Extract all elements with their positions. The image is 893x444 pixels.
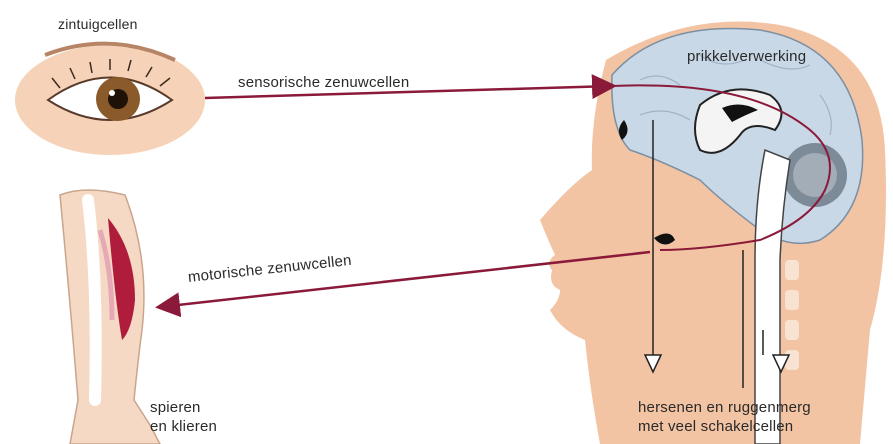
cns-label-line1: hersenen en ruggenmerg: [638, 398, 811, 417]
eye-illustration: [15, 44, 205, 155]
processing-label: prikkelverwerking: [687, 48, 806, 65]
muscles-glands-label: spieren en klieren: [150, 398, 217, 436]
leg-illustration: [60, 190, 160, 444]
head-illustration: [540, 22, 886, 444]
cns-label: hersenen en ruggenmerg met veel schakelc…: [638, 398, 811, 436]
sensory-neurons-label: sensorische zenuwcellen: [238, 74, 409, 91]
muscles-label-line2: en klieren: [150, 417, 217, 436]
sense-cells-label: zintuigcellen: [58, 16, 138, 32]
cns-label-line2: met veel schakelcellen: [638, 417, 811, 436]
muscles-label-line1: spieren: [150, 398, 217, 417]
